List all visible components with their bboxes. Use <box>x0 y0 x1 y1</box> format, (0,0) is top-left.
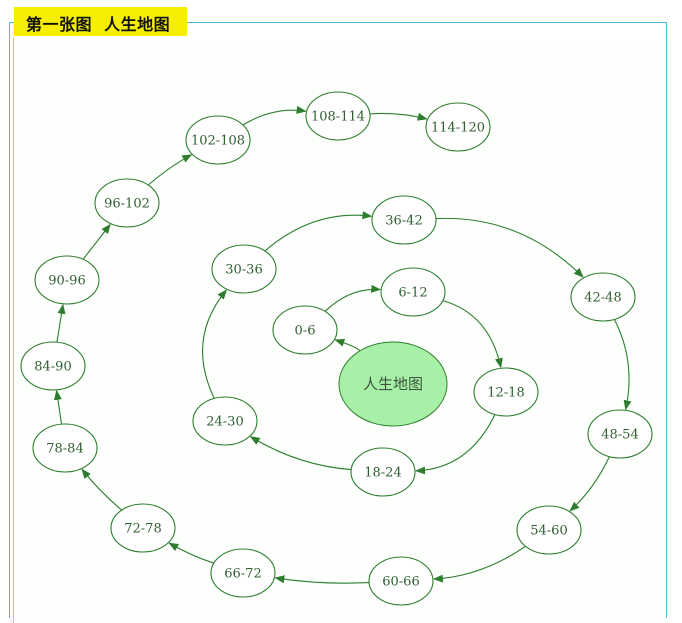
center-node-shape <box>338 341 448 427</box>
age-node-shape <box>380 267 446 317</box>
age-node-shape <box>34 255 100 305</box>
age-node-78-84: 78-84 <box>32 423 98 473</box>
edge-72-78-to-78-84 <box>81 468 123 511</box>
age-node-label: 84-90 <box>34 360 71 375</box>
edge-42-48-to-48-54 <box>613 319 632 411</box>
age-node-shape <box>110 503 176 553</box>
age-node-shape <box>210 548 276 598</box>
age-node-label: 0-6 <box>295 324 316 339</box>
frame-inner-rule <box>13 38 14 623</box>
edge-36-42-to-42-48 <box>435 217 584 278</box>
age-node-label: 60-66 <box>382 575 419 590</box>
age-node-label: 18-24 <box>364 466 401 481</box>
edge-60-66-to-66-72 <box>274 575 370 584</box>
age-node-48-54: 48-54 <box>587 409 653 459</box>
age-node-shape <box>425 102 491 152</box>
age-node-30-36: 30-36 <box>211 244 277 294</box>
age-node-label: 66-72 <box>224 567 261 582</box>
age-node-shape <box>473 367 539 417</box>
edge-18-24-to-24-30 <box>249 436 352 471</box>
edge-96-102-to-102-108 <box>147 154 193 186</box>
age-node-24-30: 24-30 <box>192 396 258 446</box>
age-node-label: 72-78 <box>124 522 161 537</box>
age-node-90-96: 90-96 <box>34 255 100 305</box>
age-node-shape <box>20 341 86 391</box>
age-node-12-18: 12-18 <box>473 367 539 417</box>
age-node-shape <box>94 178 160 228</box>
diagram-nodes: 人生地图 0-6 6-12 12-18 18-24 24-30 30-36 36-42 42-4… <box>20 91 653 606</box>
section-title-name: 人生地图 <box>104 15 171 34</box>
edge-24-30-to-30-36 <box>202 289 228 399</box>
edge-66-72-to-72-78 <box>168 542 214 564</box>
edge-84-90-to-90-96 <box>56 303 66 343</box>
age-node-label: 108-114 <box>311 110 365 125</box>
age-node-66-72: 66-72 <box>210 548 276 598</box>
age-node-label: 6-12 <box>398 286 427 301</box>
age-node-36-42: 36-42 <box>371 195 437 245</box>
age-node-0-6: 0-6 <box>272 305 338 355</box>
age-node-shape <box>185 115 251 165</box>
age-node-72-78: 72-78 <box>110 503 176 553</box>
edge-54-60-to-60-66 <box>432 545 526 583</box>
age-node-6-12: 6-12 <box>380 267 446 317</box>
edge-48-54-to-54-60 <box>569 456 610 512</box>
edge-78-84-to-84-90 <box>53 389 63 425</box>
center-node-label: 人生地图 <box>363 375 423 393</box>
age-node-label: 78-84 <box>46 442 83 457</box>
age-node-label: 48-54 <box>601 428 638 443</box>
edge-102-108-to-108-114 <box>242 105 307 126</box>
edge-0-6-to-6-12 <box>324 284 382 312</box>
edge-90-96-to-96-102 <box>82 223 111 260</box>
age-node-label: 12-18 <box>487 386 524 401</box>
age-node-shape <box>368 556 434 606</box>
edge-center-to-0-6 <box>334 338 361 352</box>
edge-12-18-to-18-24 <box>415 414 496 475</box>
age-node-label: 96-102 <box>104 197 150 212</box>
age-node-label: 114-120 <box>431 121 485 136</box>
age-node-shape <box>272 305 338 355</box>
edge-108-114-to-114-120 <box>369 112 428 121</box>
age-node-label: 30-36 <box>225 263 262 278</box>
age-node-shape <box>350 447 416 497</box>
age-node-114-120: 114-120 <box>425 102 491 152</box>
age-node-shape <box>587 409 653 459</box>
age-node-102-108: 102-108 <box>185 115 251 165</box>
age-node-shape <box>371 195 437 245</box>
age-node-label: 42-48 <box>584 291 621 306</box>
age-node-label: 54-60 <box>530 524 567 539</box>
edge-30-36-to-36-42 <box>264 211 373 252</box>
age-node-label: 36-42 <box>385 214 422 229</box>
age-node-18-24: 18-24 <box>350 447 416 497</box>
age-node-shape <box>570 272 636 322</box>
center-node: 人生地图 <box>338 341 448 427</box>
age-node-shape <box>305 91 371 141</box>
age-node-shape <box>32 423 98 473</box>
age-node-54-60: 54-60 <box>516 505 582 555</box>
age-node-shape <box>192 396 258 446</box>
age-node-label: 24-30 <box>206 415 243 430</box>
age-node-shape <box>516 505 582 555</box>
edge-6-12-to-12-18 <box>442 300 503 369</box>
age-node-shape <box>211 244 277 294</box>
age-node-label: 90-96 <box>48 274 85 289</box>
age-node-42-48: 42-48 <box>570 272 636 322</box>
age-node-60-66: 60-66 <box>368 556 434 606</box>
age-node-96-102: 96-102 <box>94 178 160 228</box>
age-node-label: 102-108 <box>191 134 245 149</box>
section-title: 第一张图 人生地图 <box>14 7 187 36</box>
section-title-number: 第一张图 <box>26 15 93 34</box>
age-node-108-114: 108-114 <box>305 91 371 141</box>
age-node-84-90: 84-90 <box>20 341 86 391</box>
diagram-edges <box>53 105 632 584</box>
